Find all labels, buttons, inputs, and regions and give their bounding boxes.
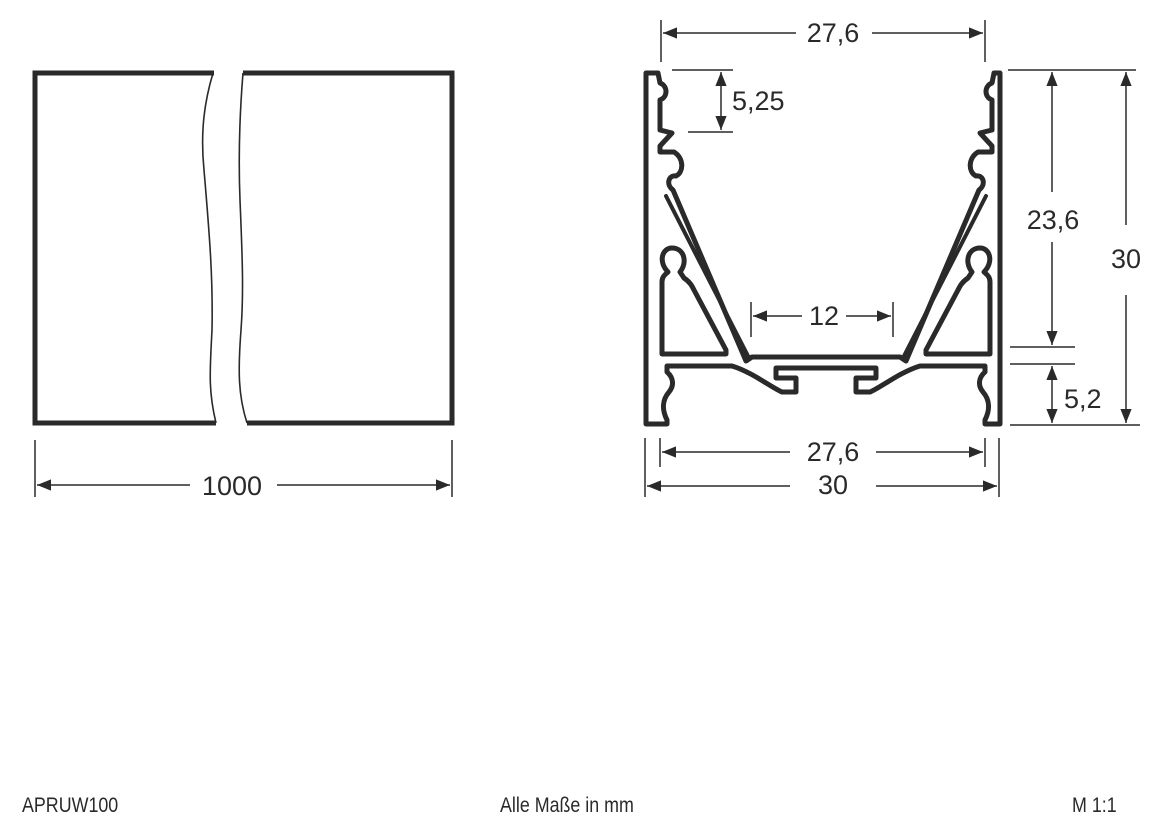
side-view-right-piece: [243, 70, 455, 426]
dimension-inner-height-label: 23,6: [1027, 205, 1080, 235]
dimension-base-height-label: 5,2: [1064, 384, 1102, 414]
break-line-left: [201, 72, 217, 424]
profile-left-cavity: [659, 245, 729, 357]
profile-right-cavity: [923, 245, 993, 357]
scale-label: M 1:1: [1072, 794, 1117, 817]
dimension-length-label: 1000: [202, 471, 262, 501]
side-view-left-piece: [32, 70, 216, 426]
profile-right-fin: [902, 194, 988, 358]
units-note: Alle Maße in mm: [500, 794, 634, 817]
side-view: [32, 70, 455, 497]
dimension-bottom-inner-width-label: 27,6: [807, 437, 860, 467]
dimension-top-width-label: 27,6: [807, 18, 860, 48]
dimension-bottom-total-width-label: 30: [818, 470, 848, 500]
profile-left-fin: [664, 194, 750, 358]
profile-left-wall: [643, 70, 1003, 427]
profile-cross-section: [643, 70, 1003, 427]
dimension-total-height-label: 30: [1111, 244, 1141, 274]
profile-dimensions: [644, 20, 1140, 497]
article-number: APRUW100: [22, 794, 119, 817]
dimension-slot-spacing-label: 5,25: [732, 86, 785, 116]
dimension-channel-width-label: 12: [809, 301, 839, 331]
break-line-right: [238, 72, 248, 424]
